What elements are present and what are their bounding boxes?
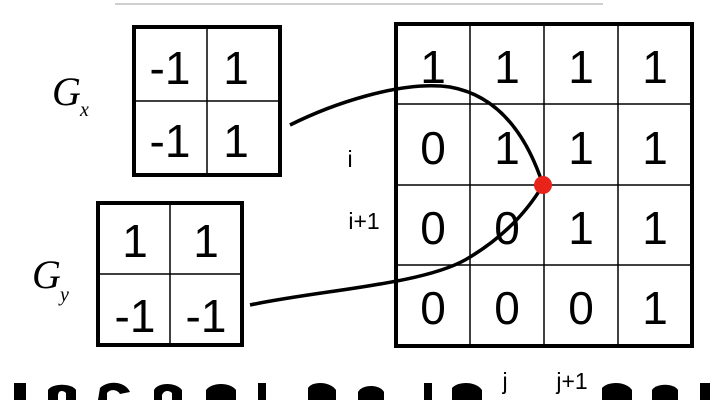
grid-cell-2-0: 0 [420,202,446,254]
gx-cell-1-0: -1 [150,115,191,167]
grid-cell-1-2: 1 [568,122,594,174]
gy-cell-0-0: 1 [122,215,148,267]
gx-cell-0-0: -1 [150,42,191,94]
gy-connector-curve [249,184,545,307]
gy-kernel: G y 1 1 -1 -1 [32,201,244,347]
gx-subscript: x [79,99,89,121]
cropped-text-strip [14,382,710,400]
row-label-i-plus-1: i+1 [348,208,379,234]
grid-cell-1-3: 1 [642,122,668,174]
col-label-j: j [501,368,507,394]
grid-cell-0-1: 1 [494,41,520,93]
col-label-j-plus-1: j+1 [555,368,587,394]
grid-cell-3-2: 0 [568,282,594,334]
gx-symbol: G [52,69,81,114]
row-label-i: i [347,146,352,172]
gy-cell-0-1: 1 [193,215,219,267]
gy-cell-1-0: -1 [115,290,156,342]
gx-cell-0-1: 1 [223,42,249,94]
gx-connector-curve [289,84,545,186]
gx-kernel: G x -1 1 -1 1 [52,25,282,177]
grid-cell-0-2: 1 [568,41,594,93]
image-grid: 1 1 1 1 0 1 1 1 0 0 1 1 0 0 0 1 [394,22,694,348]
gy-symbol: G [32,252,61,297]
grid-cell-2-2: 1 [568,202,594,254]
grid-cell-3-0: 0 [420,282,446,334]
gradient-point-marker [534,176,552,194]
gy-cell-1-1: -1 [186,290,227,342]
grid-cell-2-3: 1 [642,202,668,254]
grid-cell-1-0: 0 [420,122,446,174]
gx-cell-1-1: 1 [223,115,249,167]
grid-cell-3-3: 1 [642,282,668,334]
grid-cell-3-1: 0 [494,282,520,334]
gy-subscript: y [58,284,69,306]
grid-cell-0-3: 1 [642,41,668,93]
